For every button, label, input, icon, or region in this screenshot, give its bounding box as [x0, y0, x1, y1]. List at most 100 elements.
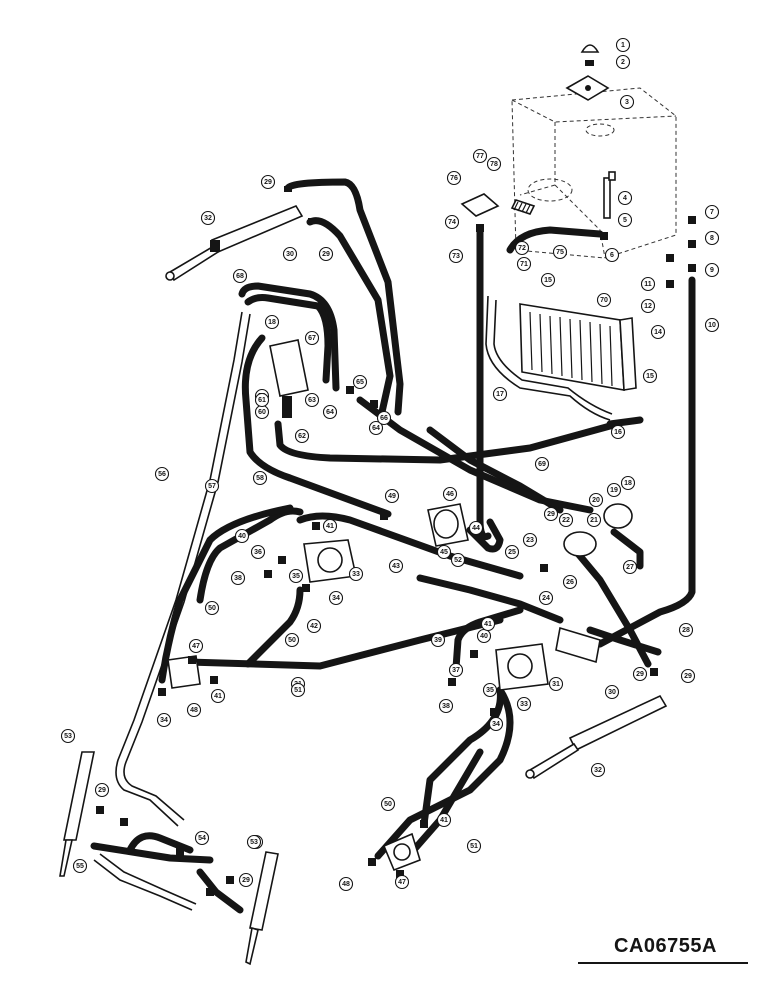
callout-number: 30: [286, 251, 294, 258]
callout-51: 51: [290, 682, 306, 698]
callout-number: 68: [236, 273, 244, 280]
callout-number: 10: [708, 322, 716, 329]
callout-number: 70: [600, 297, 608, 304]
callout-29: 29: [238, 872, 254, 888]
callout-number: 38: [234, 575, 242, 582]
callout-number: 57: [208, 483, 216, 490]
callout-33: 33: [348, 566, 364, 582]
callout-29: 29: [94, 782, 110, 798]
callout-40: 40: [234, 528, 250, 544]
callout-6: 6: [604, 247, 620, 263]
callout-41: 41: [210, 688, 226, 704]
callout-number: 24: [542, 595, 550, 602]
callout-78: 78: [486, 156, 502, 172]
callout-61: 61: [254, 392, 270, 408]
callout-42: 42: [306, 618, 322, 634]
callout-29: 29: [260, 174, 276, 190]
callout-number: 54: [198, 835, 206, 842]
callout-number: 28: [682, 627, 690, 634]
callout-number: 69: [538, 461, 546, 468]
callout-72: 72: [514, 240, 530, 256]
callout-14: 14: [650, 324, 666, 340]
figure-identifier: CA06755A: [614, 935, 717, 957]
callout-number: 40: [480, 633, 488, 640]
callout-29: 29: [543, 506, 559, 522]
callout-number: 27: [626, 564, 634, 571]
callout-30: 30: [282, 246, 298, 262]
callout-number: 25: [508, 549, 516, 556]
fittings: [96, 186, 696, 896]
callout-number: 72: [518, 245, 526, 252]
callout-34: 34: [488, 716, 504, 732]
callout-16: 16: [610, 424, 626, 440]
callout-number: 50: [384, 801, 392, 808]
callout-24: 24: [538, 590, 554, 606]
callout-76: 76: [446, 170, 462, 186]
callout-47: 47: [188, 638, 204, 654]
callout-number: 78: [490, 161, 498, 168]
callout-number: 30: [608, 689, 616, 696]
callout-75: 75: [552, 244, 568, 260]
callout-number: 15: [544, 277, 552, 284]
callout-number: 64: [326, 409, 334, 416]
callout-number: 29: [242, 877, 250, 884]
callout-number: 41: [440, 817, 448, 824]
callout-number: 43: [392, 563, 400, 570]
callout-number: 40: [238, 533, 246, 540]
callout-50: 50: [380, 796, 396, 812]
callout-46: 46: [442, 486, 458, 502]
figure-identifier-underline: [578, 962, 748, 964]
callout-number: 50: [288, 637, 296, 644]
callout-67: 67: [304, 330, 320, 346]
callout-number: 55: [76, 863, 84, 870]
callout-64: 64: [322, 404, 338, 420]
callout-47: 47: [394, 874, 410, 890]
callout-12: 12: [640, 298, 656, 314]
callout-number: 39: [434, 637, 442, 644]
callout-number: 41: [484, 621, 492, 628]
callout-65: 65: [352, 374, 368, 390]
callout-49: 49: [384, 488, 400, 504]
callout-20: 20: [588, 492, 604, 508]
hydraulic-cylinder-lower-left: [59, 751, 95, 877]
callout-number: 53: [250, 839, 258, 846]
callout-50: 50: [284, 632, 300, 648]
callout-23: 23: [522, 532, 538, 548]
callout-71: 71: [516, 256, 532, 272]
hydraulic-cylinder-upper: [165, 205, 304, 282]
callout-number: 56: [158, 471, 166, 478]
callout-number: 41: [326, 523, 334, 530]
callout-number: 7: [710, 209, 714, 216]
callout-8: 8: [704, 230, 720, 246]
valve-block-31: [555, 626, 601, 664]
callout-15: 15: [540, 272, 556, 288]
callout-9: 9: [704, 262, 720, 278]
callout-number: 29: [264, 179, 272, 186]
hydraulic-lines: [90, 178, 696, 914]
callout-number: 62: [298, 433, 306, 440]
callout-number: 42: [310, 623, 318, 630]
callout-19: 19: [606, 482, 622, 498]
callout-number: 51: [470, 843, 478, 850]
callout-number: 65: [356, 379, 364, 386]
callout-32: 32: [590, 762, 606, 778]
callout-41: 41: [436, 812, 452, 828]
callout-number: 52: [454, 557, 462, 564]
callout-77: 77: [472, 148, 488, 164]
callout-number: 60: [258, 409, 266, 416]
callout-48: 48: [338, 876, 354, 892]
control-valve-left: [269, 339, 309, 418]
callout-number: 74: [448, 219, 456, 226]
oil-cooler: [519, 303, 637, 391]
callout-50: 50: [204, 600, 220, 616]
callout-41: 41: [480, 616, 496, 632]
callout-74: 74: [444, 214, 460, 230]
callout-63: 63: [304, 392, 320, 408]
callout-18: 18: [620, 475, 636, 491]
callout-34: 34: [156, 712, 172, 728]
filter-22: [563, 503, 633, 557]
callout-number: 48: [190, 707, 198, 714]
callout-29: 29: [632, 666, 648, 682]
callout-43: 43: [388, 558, 404, 574]
